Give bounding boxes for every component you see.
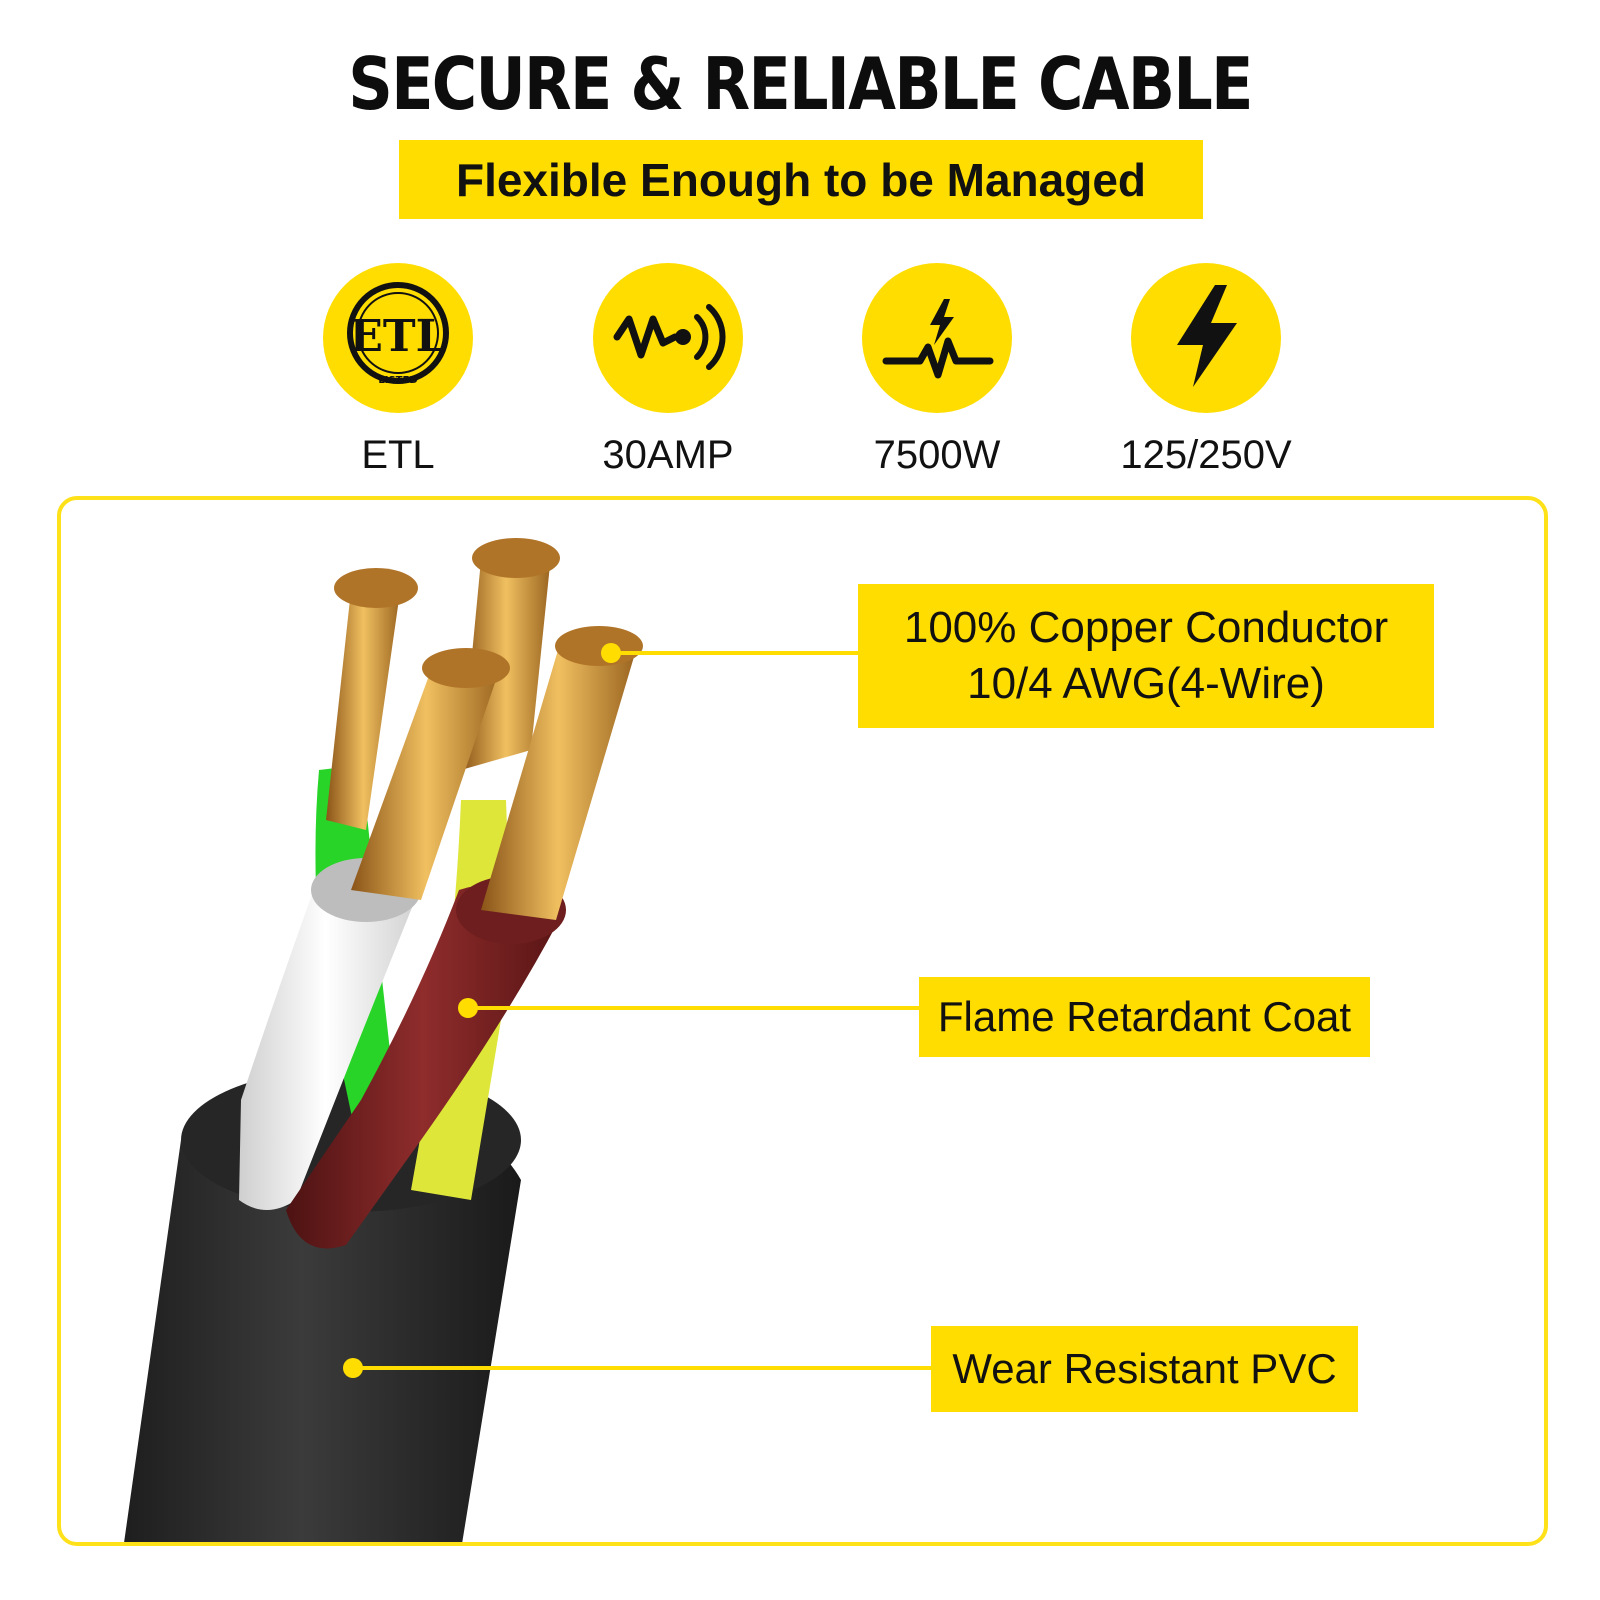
cable-cross-section-illustration: [124, 538, 643, 1542]
etl-listed-icon: ETL LISTED: [323, 263, 473, 413]
subtitle-banner: Flexible Enough to be Managed: [399, 140, 1203, 219]
coat-pointer-line: [468, 1006, 919, 1010]
current-wave-icon: [593, 263, 743, 413]
spec-etl: ETL LISTED ETL: [298, 263, 498, 478]
conductor-pointer-line: [611, 651, 858, 655]
spec-label-30amp: 30AMP: [602, 433, 734, 477]
callout-flame-retardant-coat: Flame Retardant Coat: [919, 977, 1370, 1057]
callout-conductor-line2: 10/4 AWG(4-Wire): [967, 659, 1325, 708]
spec-30amp: 30AMP: [568, 263, 768, 478]
etl-icon-subtext: LISTED: [378, 375, 417, 386]
lightning-bolt-icon: [1131, 263, 1281, 413]
etl-icon-text: ETL: [349, 311, 446, 362]
spec-label-7500w: 7500W: [873, 433, 1001, 477]
cable-illustration-panel: 100% Copper Conductor 10/4 AWG(4-Wire) F…: [57, 496, 1548, 1546]
callout-coat-label: Flame Retardant Coat: [937, 993, 1352, 1040]
jacket-pointer-line: [353, 1366, 931, 1370]
callout-jacket-label: Wear Resistant PVC: [952, 1345, 1337, 1392]
spec-label-125-250v: 125/250V: [1120, 433, 1292, 477]
callout-wear-resistant-pvc: Wear Resistant PVC: [931, 1326, 1358, 1412]
power-surge-icon: [862, 263, 1012, 413]
spec-125-250v: 125/250V: [1106, 263, 1306, 478]
callout-conductor-line1: 100% Copper Conductor: [903, 603, 1389, 652]
spec-7500w: 7500W: [837, 263, 1037, 478]
callout-copper-conductor: 100% Copper Conductor 10/4 AWG(4-Wire): [858, 584, 1434, 728]
page-title: SECURE & RELIABLE CABLE: [348, 42, 1253, 126]
spec-label-etl: ETL: [361, 433, 435, 477]
subtitle-text: Flexible Enough to be Managed: [455, 153, 1147, 206]
